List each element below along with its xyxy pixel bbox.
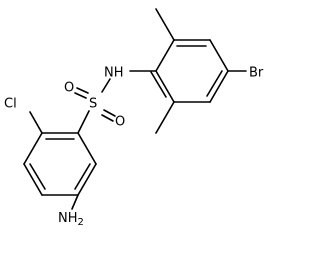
chlorine-label: Cl [4, 97, 17, 112]
bond [155, 39, 175, 72]
bond [74, 92, 87, 99]
sulfur-label: S [89, 97, 97, 112]
bond [155, 101, 175, 134]
bond [29, 111, 43, 134]
bond [74, 163, 91, 190]
bond [206, 70, 223, 97]
bond [29, 163, 46, 190]
bond [71, 194, 79, 210]
bond [23, 132, 43, 165]
bonds [23, 8, 247, 210]
bond [150, 71, 167, 98]
bond [155, 70, 175, 103]
bond [103, 109, 116, 117]
oxygen-top-label: O [64, 81, 74, 96]
bond [101, 114, 114, 122]
amine-subscript: 2 [78, 217, 84, 228]
bond [23, 163, 43, 196]
bond [155, 8, 175, 41]
bond [76, 87, 89, 94]
bromine-label: Br [249, 66, 264, 81]
amine-label: NH2 [58, 211, 84, 229]
bond [209, 70, 229, 103]
oxygen-bottom-label: O [115, 115, 125, 130]
chemical-structure: NH Br S O O Cl NH2 [4, 8, 264, 229]
bond [77, 163, 97, 196]
bond [101, 78, 111, 93]
bond [209, 39, 229, 72]
bond [77, 132, 97, 165]
nh-label: NH [104, 66, 124, 81]
amine-nh: NH [58, 211, 78, 226]
atom-labels: NH Br S O O Cl NH2 [4, 66, 264, 229]
bond [77, 110, 90, 134]
